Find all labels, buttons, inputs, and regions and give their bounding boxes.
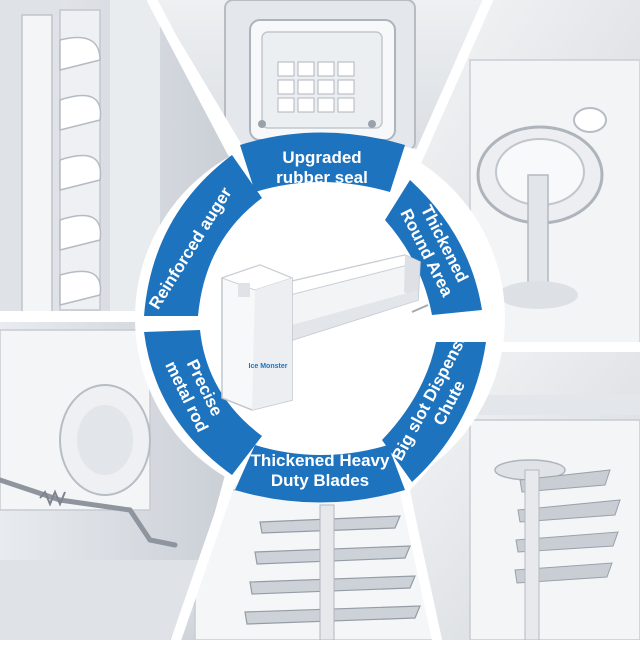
product-brand-label: Ice Monster xyxy=(249,363,288,370)
badge-shape-lower-right xyxy=(382,342,486,482)
auger-spiral xyxy=(59,36,102,306)
badge-bottom-line2: Duty Blades xyxy=(271,471,369,490)
blade-stack xyxy=(514,469,621,584)
badge-shape-bottom xyxy=(235,445,405,503)
badge-top-line2: rubber seal xyxy=(276,168,368,187)
badge-top-line1: Upgraded xyxy=(282,148,361,167)
badge-shape-top xyxy=(240,132,405,192)
badge-shape-lower-left xyxy=(144,330,262,475)
feature-badges xyxy=(144,132,486,503)
metal-rod xyxy=(0,477,178,548)
photo-panel-rubber-seal xyxy=(155,0,485,150)
badge-shape-upper-left xyxy=(144,155,262,316)
badge-bottom-line1: Thickened Heavy xyxy=(251,451,390,470)
badge-shape-upper-right xyxy=(385,180,482,315)
seal-grille xyxy=(277,61,355,113)
photo-panel-blades xyxy=(170,485,435,640)
ice-maker-product: Ice Monster xyxy=(220,254,429,411)
